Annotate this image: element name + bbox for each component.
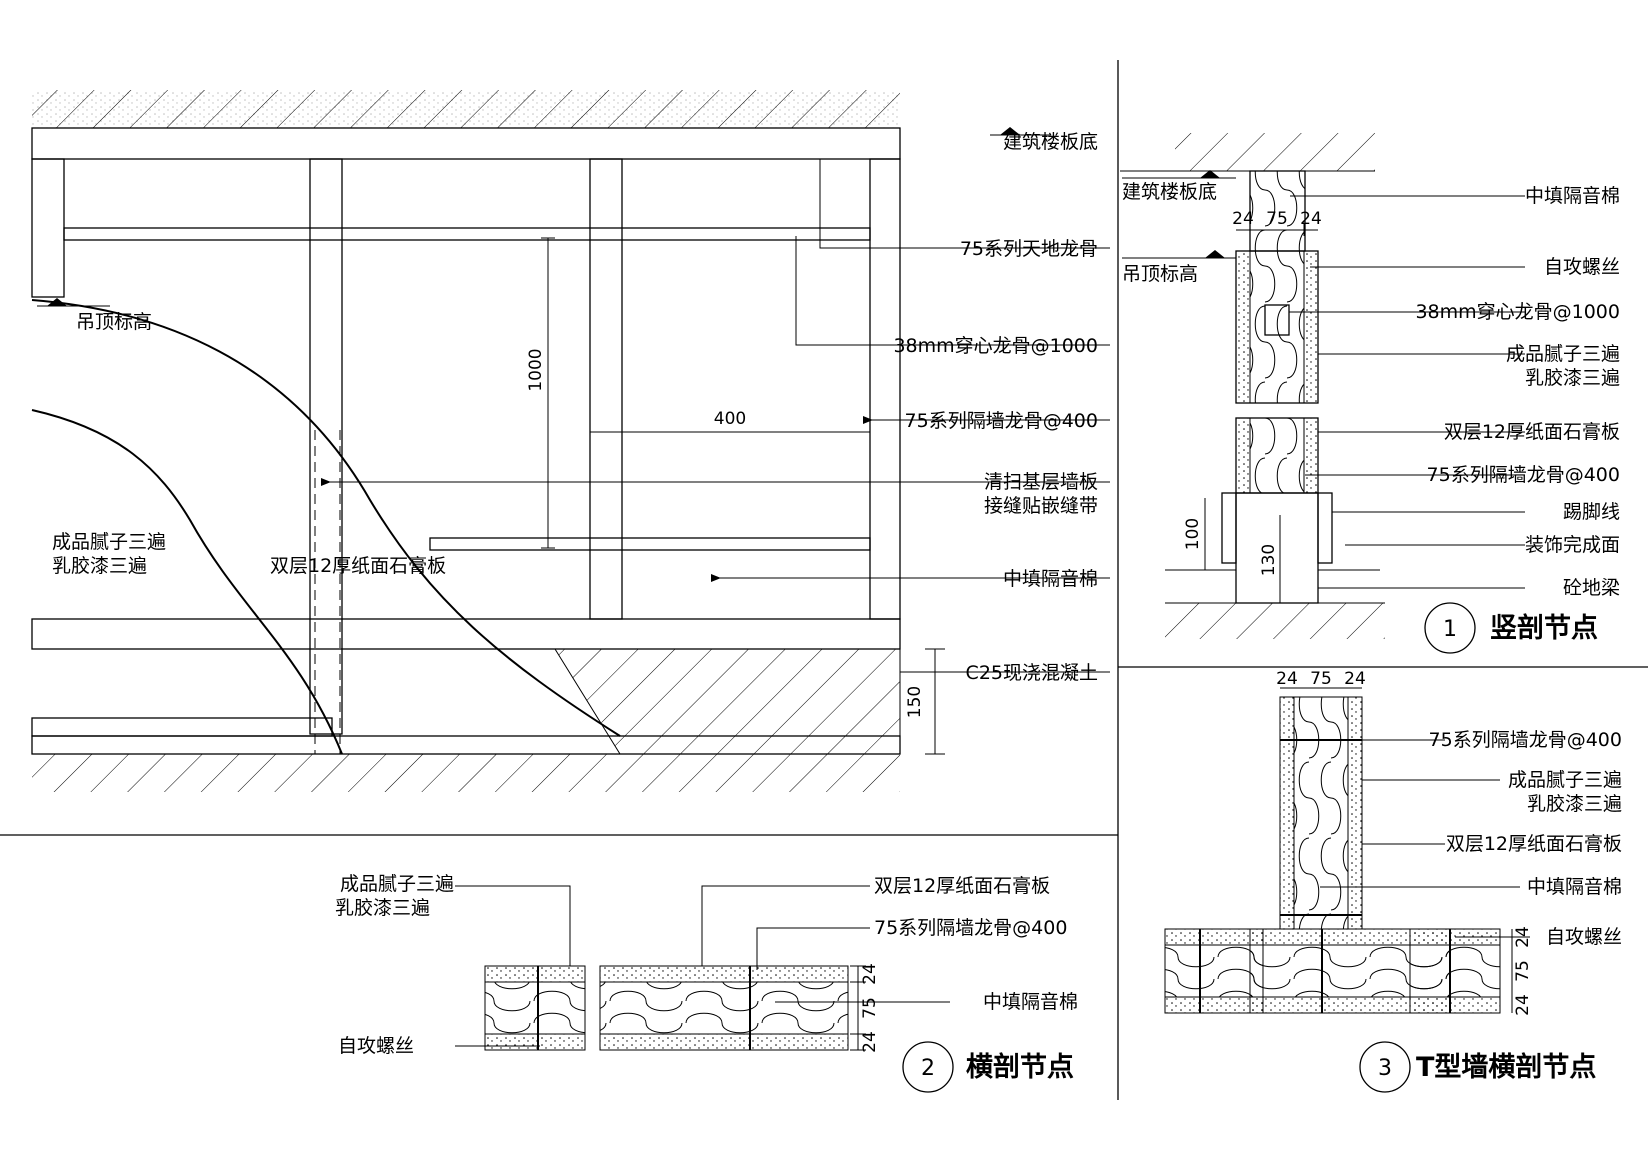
node1-ceiling-level-label: 吊顶标高 — [1122, 263, 1198, 285]
node2-callout: 自攻螺丝 — [338, 1035, 414, 1057]
elev-slab-bottom-label: 建筑楼板底 — [1003, 131, 1098, 153]
node1-callout: 装饰完成面 — [1525, 534, 1620, 556]
sheet-frame-lines — [0, 60, 1648, 1100]
elev-callout: 75系列隔墙龙骨@400 — [905, 410, 1098, 432]
node1-callout: 成品腻子三遍 — [1506, 343, 1620, 365]
elev-board-label: 双层12厚纸面石膏板 — [270, 554, 446, 577]
concrete-curb — [554, 648, 901, 755]
elev-finish-label-1: 成品腻子三遍 — [52, 531, 166, 553]
elev-callout: 接缝贴嵌缝带 — [984, 495, 1098, 517]
elev-dim-150: 150 — [905, 686, 925, 718]
node2-number: 2 — [921, 1056, 935, 1081]
elev-ceiling-level-label: 吊顶标高 — [76, 311, 152, 333]
node1-dim-e: 130 — [1259, 544, 1279, 576]
vertical-section-node — [1120, 133, 1525, 654]
node2-callout: 75系列隔墙龙骨@400 — [874, 917, 1067, 939]
node1-callout: 75系列隔墙龙骨@400 — [1427, 464, 1620, 486]
node1-callout: 双层12厚纸面石膏板 — [1444, 420, 1620, 443]
node3-callout: 自攻螺丝 — [1546, 926, 1622, 948]
node3-callout: 75系列隔墙龙骨@400 — [1429, 729, 1622, 751]
node3-callout: 乳胶漆三遍 — [1527, 793, 1622, 815]
node1-dim-b: 75 — [1266, 209, 1288, 229]
node3-number: 3 — [1378, 1056, 1392, 1081]
node1-slab-bottom-label: 建筑楼板底 — [1122, 181, 1217, 203]
node3-callout: 成品腻子三遍 — [1508, 769, 1622, 791]
node1-dim-a: 24 — [1232, 209, 1254, 229]
node1-callout: 砼地梁 — [1563, 577, 1620, 599]
node2-callout: 成品腻子三遍 — [340, 873, 454, 895]
horizontal-section-node — [455, 885, 954, 1093]
node1-title: 竖剖节点 — [1490, 612, 1598, 644]
node1-callout: 乳胶漆三遍 — [1525, 367, 1620, 389]
node3-title: T型墙横剖节点 — [1416, 1051, 1596, 1083]
node3-dim-side-c: 24 — [1513, 994, 1533, 1016]
node2-callout: 乳胶漆三遍 — [335, 897, 430, 919]
node3-dim-top-c: 24 — [1344, 669, 1366, 689]
node3-dim-side-a: 24 — [1513, 926, 1533, 948]
node3-callout: 双层12厚纸面石膏板 — [1446, 832, 1622, 855]
node1-callout: 自攻螺丝 — [1544, 256, 1620, 278]
node1-dim-c: 24 — [1300, 209, 1322, 229]
elev-dim-400: 400 — [714, 409, 746, 429]
node2-callout: 中填隔音棉 — [983, 991, 1078, 1013]
elevation-drawing — [31, 90, 1110, 792]
node3-dim-top-a: 24 — [1276, 669, 1298, 689]
elev-dim-1000: 1000 — [526, 348, 546, 391]
elev-callout: 75系列天地龙骨 — [960, 238, 1098, 260]
node3-dim-top-b: 75 — [1310, 669, 1332, 689]
node2-dim-b: 75 — [860, 997, 880, 1019]
node1-number: 1 — [1443, 617, 1457, 642]
node1-callout: 踢脚线 — [1563, 501, 1620, 523]
node3-dim-side-b: 75 — [1513, 960, 1533, 982]
node1-callout: 中填隔音棉 — [1525, 185, 1620, 207]
elev-callout: 38mm穿心龙骨@1000 — [893, 335, 1098, 357]
elev-finish-label-2: 乳胶漆三遍 — [52, 555, 147, 577]
node3-callout: 中填隔音棉 — [1527, 876, 1622, 898]
elev-callout: 中填隔音棉 — [1003, 568, 1098, 590]
elev-callout: 清扫基层墙板 — [984, 471, 1098, 493]
node2-dim-a: 24 — [860, 963, 880, 985]
bottom-slab — [32, 754, 900, 792]
studs — [31, 158, 901, 735]
t-wall-section-node — [1164, 687, 1530, 1093]
node2-dim-c: 24 — [860, 1031, 880, 1053]
node1-callout: 38mm穿心龙骨@1000 — [1415, 301, 1620, 323]
node1-dim-d: 100 — [1183, 518, 1203, 550]
node2-title: 横剖节点 — [966, 1051, 1074, 1083]
node2-callout: 双层12厚纸面石膏板 — [874, 874, 1050, 897]
elev-callout: C25现浇混凝土 — [966, 662, 1098, 684]
